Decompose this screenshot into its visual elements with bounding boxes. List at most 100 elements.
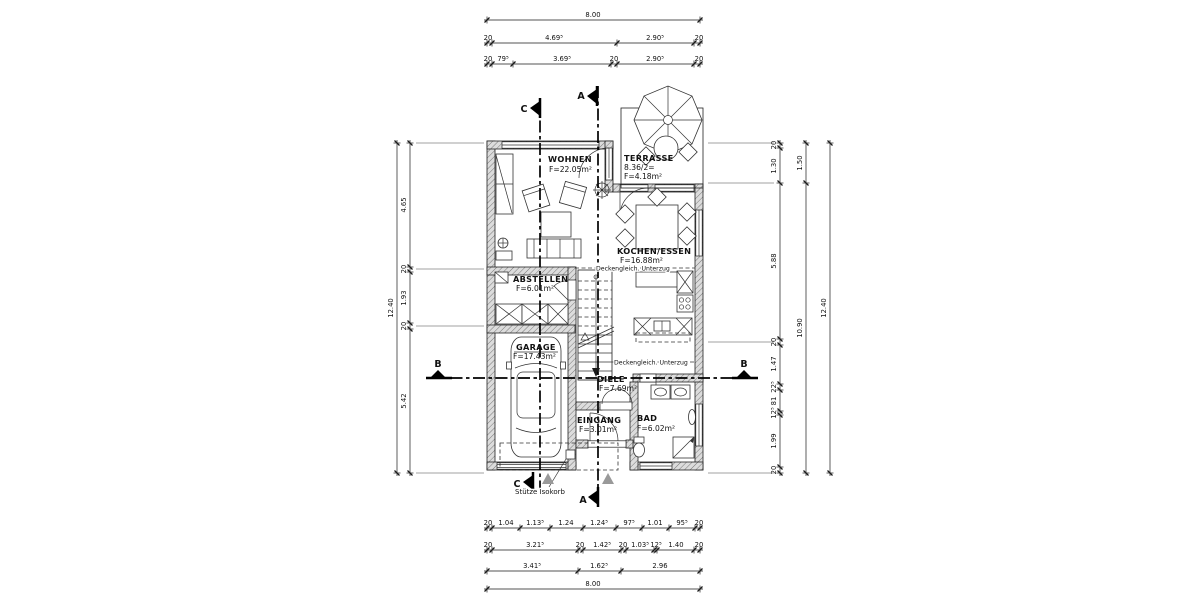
wall-garage-top: [486, 324, 576, 334]
section-label: A: [577, 91, 585, 102]
wall-eingang-front-l: [575, 439, 589, 449]
dim-label: 1.62⁵: [590, 562, 608, 570]
door-diele-eingang: [599, 401, 633, 411]
dim-line: [484, 524, 703, 532]
dim-left: 4.65 20 1.93 20 5.42 12.40: [387, 140, 414, 476]
section-flag-c-top: [530, 101, 540, 116]
room-calc-terrasse: 8.36/2=: [624, 163, 655, 172]
dim-label: 81: [770, 397, 778, 406]
front-door: [587, 440, 627, 448]
stair-mark: [580, 332, 590, 341]
chair: [677, 202, 697, 222]
section-flag-b-right: [736, 370, 752, 378]
section-gray-triangle: [602, 473, 614, 484]
room-name-wohnen: WOHNEN: [548, 154, 592, 164]
room-labels: WOHNEN F=22.05m² TERRASSE 8.36/2= F=4.18…: [513, 153, 691, 434]
dim-label: 20: [400, 265, 408, 274]
terrace-table: [653, 135, 679, 161]
sofa: [526, 238, 582, 259]
bad-fixtures: [633, 384, 696, 459]
section-label: A: [579, 495, 587, 506]
entrance-canopy: [499, 442, 619, 488]
terrace-chair: [636, 146, 656, 166]
wall-left: [486, 140, 496, 471]
room-name-diele: DIELE: [597, 374, 625, 384]
dim-label: 20: [610, 55, 619, 63]
dim-label: 20: [695, 541, 704, 549]
dim-label: 1.03⁵: [631, 541, 649, 549]
stuetze-column: [565, 449, 576, 460]
dim-label: 79⁵: [497, 55, 509, 63]
dim-label: 2.90⁵: [646, 55, 664, 63]
room-name-abstellen: ABSTELLEN: [513, 274, 568, 284]
dim-label: 20: [619, 541, 628, 549]
room-area-wohnen: F=22.05m²: [549, 165, 592, 174]
dim-label: 3.41⁵: [523, 562, 541, 570]
dim-label: 97⁵: [623, 519, 635, 527]
shower-arrow: [690, 437, 694, 443]
section-flag-c-bottom: [523, 475, 533, 490]
chair: [615, 228, 635, 248]
dim-label: 2.90⁵: [646, 34, 664, 42]
dim-label: 20: [695, 519, 704, 527]
section-gray-triangle: [542, 473, 554, 484]
dim-bottom: 20 1.04 1.13⁵ 1.24 1.24⁵ 97⁵ 1.01 95⁵ 20…: [484, 519, 704, 593]
sink-basin: [650, 384, 671, 400]
unterzug-label: Deckengleich. Unterzug: [614, 360, 688, 367]
door-arc-abstellen: [553, 280, 569, 287]
dining-table: [635, 204, 679, 250]
dim-label: 1.47: [770, 356, 778, 371]
dim-line: [484, 585, 703, 593]
door-arc-wohnen: [578, 147, 610, 179]
section-label: B: [434, 359, 441, 370]
dim-label: 1.42⁵: [593, 541, 611, 549]
garage-door: [496, 462, 567, 470]
room-name-terrasse: TERRASSE: [624, 153, 674, 163]
section-lines: A C A C B B: [426, 86, 758, 507]
dim-label: 8.00: [585, 11, 600, 19]
plant-icon: [593, 181, 611, 199]
dim-label: 1.01: [647, 519, 662, 527]
abstellen-furniture: [494, 271, 569, 325]
dim-label: 5.42: [400, 393, 408, 408]
dim-label: 22⁵: [770, 381, 778, 393]
room-name-eingang: EINGANG: [577, 415, 621, 425]
dim-label: 20: [695, 34, 704, 42]
garage-furniture: [506, 336, 566, 458]
room-area-eingang: F=3.01m²: [579, 425, 617, 434]
door-abstellen: [567, 279, 577, 301]
chair: [615, 204, 635, 224]
dim-label: 10.90: [796, 318, 804, 337]
dim-line: [484, 60, 703, 68]
dim-line: [484, 39, 703, 47]
dim-label: 1.40: [668, 541, 683, 549]
wall-bad-left: [629, 381, 639, 471]
toilet: [633, 442, 645, 458]
dim-label: 12.40: [387, 298, 395, 317]
wohnen-furniture: [495, 153, 611, 261]
section-label: B: [740, 359, 747, 370]
dim-label: 20: [400, 322, 408, 331]
toilet-tank: [633, 436, 645, 444]
terrace-chair: [678, 142, 698, 162]
dim-label: 20: [484, 55, 493, 63]
dim-label: 20: [770, 466, 778, 475]
dim-label: 20: [484, 34, 493, 42]
room-area-terrasse: F=4.18m²: [624, 172, 662, 181]
door-arc-front: [589, 412, 619, 442]
dim-line: [393, 140, 401, 476]
dim-label: 4.69⁵: [545, 34, 563, 42]
dim-top: 8.00 20 4.69⁵ 2.90⁵ 20 20 79⁵ 3.69⁵ 20 2…: [484, 11, 704, 68]
dim-label: 1.24: [558, 519, 573, 527]
room-area-abstellen: F=6.01m²: [516, 284, 554, 293]
dim-line: [826, 140, 834, 476]
dim-label: 20: [576, 541, 585, 549]
dim-label: 3.69⁵: [553, 55, 571, 63]
room-area-kochen: F=16.88m²: [620, 256, 663, 265]
sink-basin: [670, 384, 691, 400]
room-name-bad: BAD: [637, 413, 657, 423]
dim-line: [802, 140, 810, 476]
dim-label: 20: [770, 141, 778, 150]
wall-eingang-front-r: [625, 439, 634, 449]
